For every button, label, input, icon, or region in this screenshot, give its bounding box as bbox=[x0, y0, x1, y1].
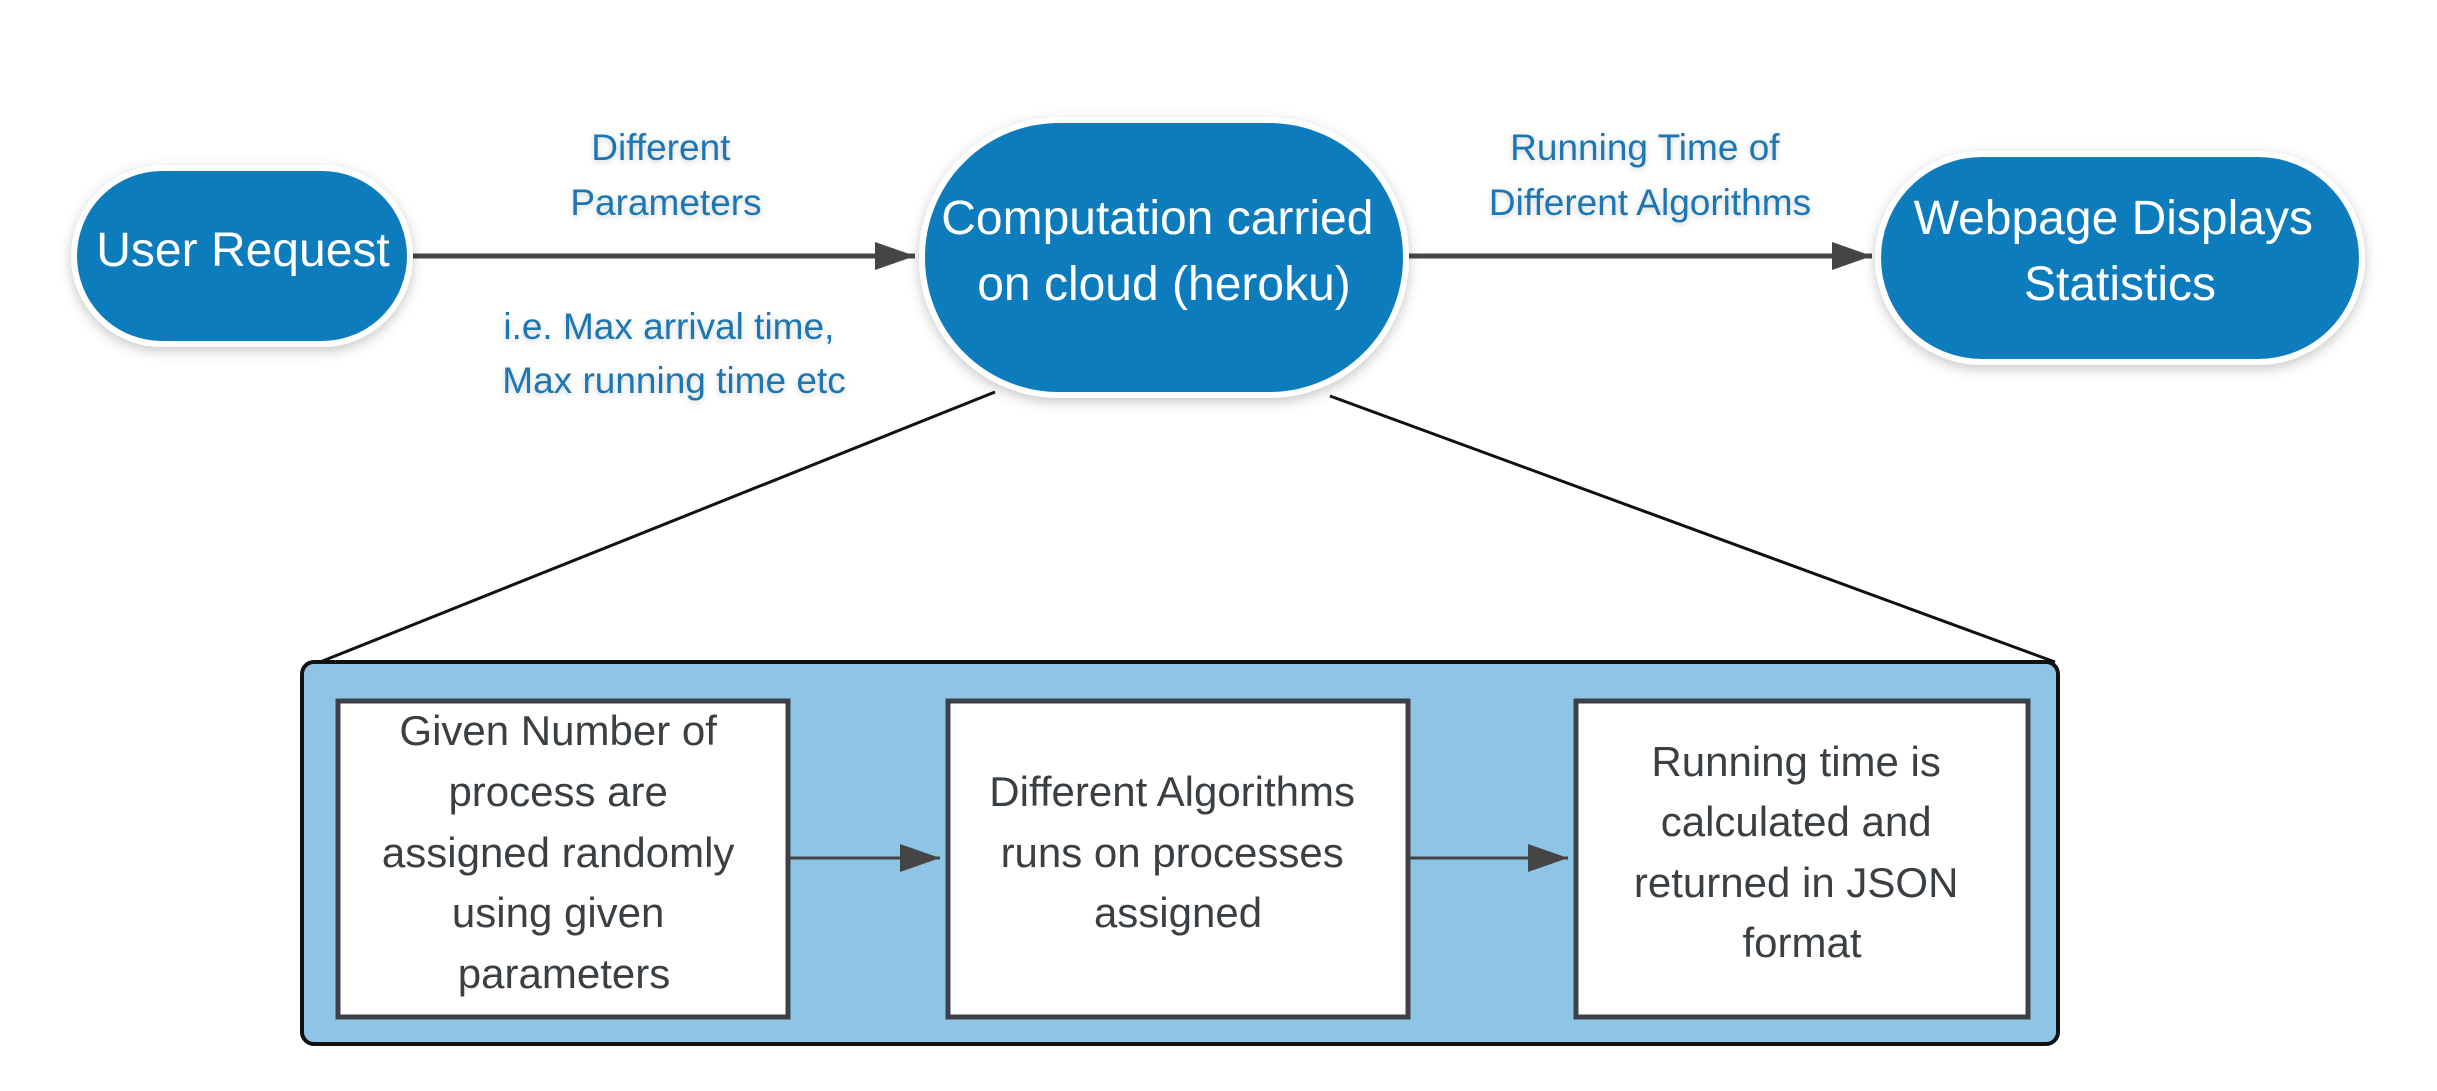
edge-label-parameters: Different Parameters bbox=[570, 127, 761, 223]
step-1-line-2: process are bbox=[448, 768, 667, 815]
edge-note-parameters-line-2: Max running time etc bbox=[502, 360, 845, 401]
edge-note-parameters-line-1: i.e. Max arrival time, bbox=[503, 306, 834, 347]
zoom-line-right bbox=[1329, 394, 2056, 664]
node-computation-line-1: Computation carried bbox=[941, 192, 1373, 245]
node-webpage-shape bbox=[1875, 151, 2365, 365]
node-webpage-line-1: Webpage Displays bbox=[1914, 192, 2313, 245]
step-box-run-algorithms: Different Algorithms runs on processes a… bbox=[945, 698, 1411, 1020]
step-3-line-1: Running time is bbox=[1651, 738, 1940, 785]
step-box-run-algorithms-shape bbox=[945, 698, 1411, 1020]
node-computation: Computation carried on cloud (heroku) bbox=[919, 117, 1409, 398]
node-webpage: Webpage Displays Statistics bbox=[1875, 151, 2365, 365]
edge-label-parameters-line-1: Different bbox=[591, 127, 731, 168]
step-box-return-json-shape bbox=[1573, 698, 2031, 1020]
svg-text:User Request: User Request bbox=[96, 224, 389, 277]
edge-label-running-time-line-2: Different Algorithms bbox=[1489, 182, 1811, 223]
step-2-line-2: runs on processes bbox=[1001, 829, 1344, 876]
edge-label-parameters-line-2: Parameters bbox=[570, 182, 761, 223]
node-user-request: User Request bbox=[71, 165, 413, 347]
step-1-line-5: parameters bbox=[458, 950, 670, 997]
step-1-line-3: assigned randomly bbox=[382, 829, 735, 876]
step-1-line-4: using given bbox=[452, 889, 664, 936]
step-3-line-3: returned in JSON bbox=[1634, 859, 1958, 906]
edge-label-running-time: Running Time of Different Algorithms bbox=[1489, 127, 1811, 223]
step-3-line-4: format bbox=[1742, 919, 1861, 966]
node-user-request-shape bbox=[71, 165, 413, 347]
step-3-line-2: calculated and bbox=[1661, 798, 1932, 845]
node-computation-line-2: on cloud (heroku) bbox=[977, 258, 1351, 311]
svg-text:Different Algorithms run: Different Algorithms runs on processes a… bbox=[989, 768, 1366, 936]
svg-text:Running time is calculat: Running time is calculated and returned … bbox=[1634, 738, 1970, 966]
edge-label-running-time-line-1: Running Time of bbox=[1510, 127, 1780, 168]
step-box-return-json: Running time is calculated and returned … bbox=[1573, 698, 2031, 1020]
svg-text:Given Number of process: Given Number of process are assigned ran… bbox=[382, 707, 746, 997]
svg-text:Webpage Displays Statist: Webpage Displays Statistics bbox=[1914, 192, 2327, 311]
step-2-line-1: Different Algorithms bbox=[989, 768, 1355, 815]
step-2-line-3: assigned bbox=[1094, 889, 1262, 936]
step-1-line-1: Given Number of bbox=[399, 707, 717, 754]
zoom-line-left bbox=[319, 390, 996, 664]
svg-text:Computation carried on c: Computation carried on cloud (heroku) bbox=[941, 192, 1387, 311]
step-box-assign-processes: Given Number of process are assigned ran… bbox=[335, 698, 791, 1020]
node-user-request-line-1: User Request bbox=[96, 224, 389, 277]
node-webpage-line-2: Statistics bbox=[2024, 258, 2216, 311]
step-box-assign-processes-shape bbox=[335, 698, 791, 1020]
edge-note-parameters: i.e. Max arrival time, Max running time … bbox=[502, 306, 845, 401]
node-computation-shape bbox=[919, 117, 1409, 398]
